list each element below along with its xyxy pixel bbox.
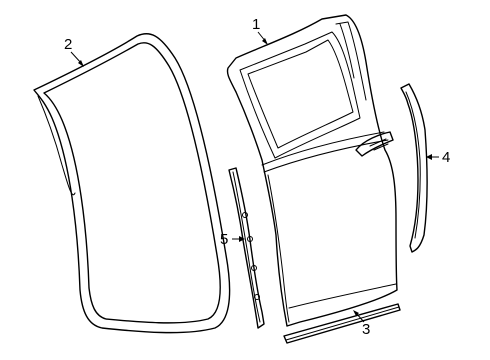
callout-2: 2 — [64, 36, 84, 67]
weatherstrip-seal — [33, 32, 231, 334]
callout-number: 5 — [220, 231, 228, 248]
lower-moulding — [283, 303, 401, 344]
callout-number: 4 — [442, 149, 450, 166]
clip-icon — [242, 212, 248, 218]
callout-4: 4 — [426, 149, 450, 166]
rear-door-shell — [226, 14, 398, 327]
callout-3: 3 — [353, 310, 370, 338]
callout-number: 2 — [64, 36, 72, 53]
callout-5: 5 — [220, 231, 245, 248]
front-edge-strip — [228, 167, 265, 329]
callout-number: 1 — [252, 16, 260, 33]
clip-icon — [254, 294, 260, 300]
rear-edge-weatherstrip — [400, 83, 428, 253]
clip-icon — [251, 265, 257, 271]
callout-1: 1 — [252, 16, 268, 45]
clip-icon — [247, 236, 253, 242]
callout-number: 3 — [362, 321, 370, 338]
